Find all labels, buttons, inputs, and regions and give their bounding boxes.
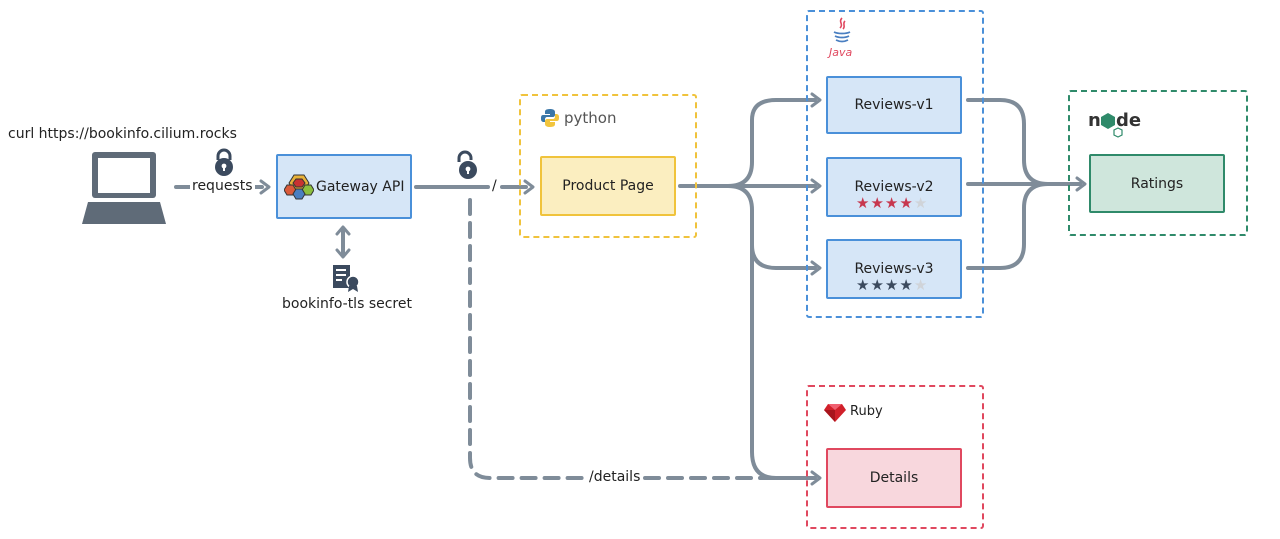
nodejs-logo-icon: n de (1088, 108, 1148, 138)
certificate-icon (332, 264, 360, 292)
ruby-group (806, 385, 984, 529)
reviews-v3-box[interactable]: Reviews-v3 (826, 239, 962, 299)
reviews-v1-box[interactable]: Reviews-v1 (826, 76, 962, 134)
ruby-gem-icon (824, 402, 846, 422)
product-page-label: Product Page (562, 178, 654, 194)
requests-label: requests (190, 178, 255, 194)
reviews-v1-label: Reviews-v1 (854, 97, 934, 113)
star-filled-icon: ★ (884, 194, 900, 212)
ruby-label: Ruby (850, 404, 883, 419)
star-empty-icon: ★ (913, 276, 929, 294)
to-reviews-v1 (678, 98, 817, 188)
details-label: Details (869, 470, 919, 486)
python-label: python (564, 109, 617, 127)
reviews-v3-label: Reviews-v3 (854, 261, 934, 277)
details-box[interactable]: Details (826, 448, 962, 508)
star-empty-icon: ★ (913, 194, 929, 212)
root-path-arrow-head (523, 179, 535, 195)
v3-to-ratings (966, 182, 1050, 270)
v1-to-ratings (966, 98, 1082, 186)
node-group (1068, 90, 1248, 236)
gateway-api-box[interactable]: Gateway API (276, 154, 412, 219)
reviews-v3-stars: ★★★★★ (856, 278, 928, 293)
client-label: curl https://bookinfo.cilium.rocks (8, 126, 237, 142)
python-logo-icon (540, 108, 560, 128)
details-dashed-line (468, 198, 587, 480)
to-reviews-v3 (726, 184, 817, 270)
secret-label: bookinfo-tls secret (282, 296, 412, 312)
laptop-icon (82, 150, 166, 226)
java-label: Java (829, 46, 853, 59)
requests-arrow-head (259, 179, 271, 195)
star-filled-icon: ★ (870, 194, 885, 212)
product-page-box[interactable]: Product Page (540, 156, 676, 216)
star-filled-icon: ★ (856, 194, 871, 212)
gateway-hexagon-icon (283, 173, 315, 201)
secret-arrow-down (335, 248, 351, 259)
ratings-box[interactable]: Ratings (1089, 154, 1225, 213)
python-group (519, 94, 697, 238)
secret-arrow-up (335, 225, 351, 236)
java-logo-icon (830, 16, 854, 60)
locked-padlock-icon (212, 148, 236, 176)
ratings-label: Ratings (1130, 175, 1184, 192)
reviews-v2-stars: ★★★★★ (856, 196, 928, 211)
root-path-label: / (490, 178, 499, 194)
star-filled-icon: ★ (899, 194, 914, 212)
star-filled-icon: ★ (899, 276, 914, 294)
gateway-api-label: Gateway API (316, 178, 405, 195)
unlocked-padlock-icon (456, 150, 480, 180)
svg-text:de: de (1116, 110, 1141, 131)
reviews-v2-label: Reviews-v2 (854, 179, 934, 195)
svg-text:n: n (1088, 110, 1101, 131)
star-filled-icon: ★ (870, 276, 885, 294)
java-group (806, 10, 984, 318)
star-filled-icon: ★ (856, 276, 871, 294)
details-path-label: /details (587, 469, 643, 485)
reviews-v2-box[interactable]: Reviews-v2 (826, 157, 962, 217)
star-filled-icon: ★ (884, 276, 900, 294)
